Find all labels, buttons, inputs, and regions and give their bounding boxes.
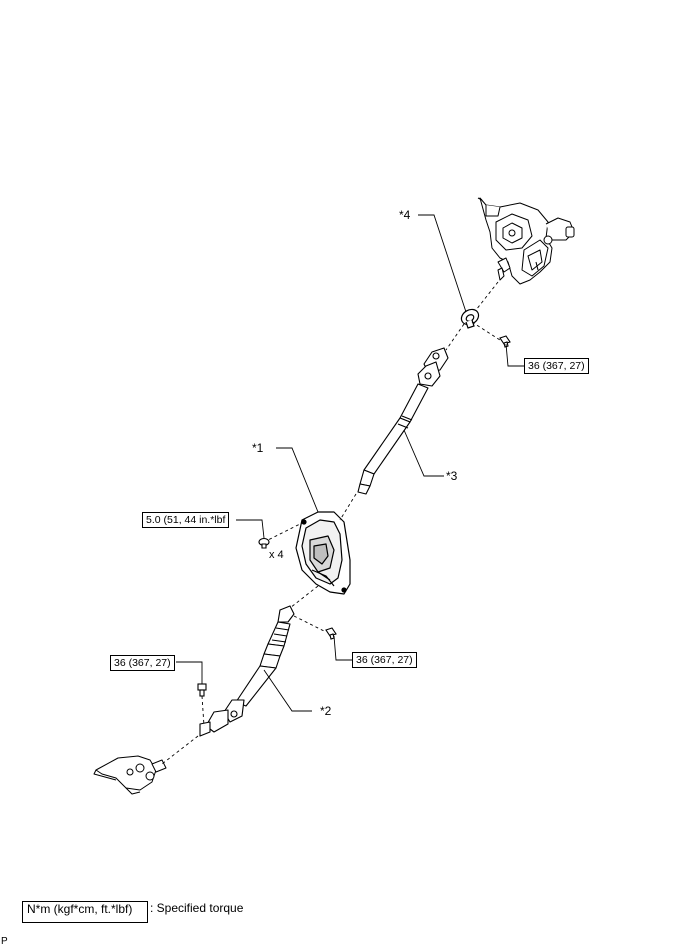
torque-box-middle-joint: 36 (367, 27) (352, 652, 417, 668)
legend-torque-box (22, 901, 148, 923)
upper-joint-bolt-icon (499, 335, 511, 348)
alignment-lines (161, 281, 501, 765)
column-hole-cover-part-1 (295, 511, 351, 595)
lower-joint-bolt-icon (197, 683, 207, 697)
torque-box-upper-joint: 36 (367, 27) (524, 358, 589, 374)
column-seal-part-4 (460, 308, 480, 329)
callout-part-3: *3 (446, 469, 458, 483)
cover-bolt-icon (258, 537, 270, 549)
callout-part-4: *4 (399, 208, 411, 222)
intermediate-shaft-part-3 (357, 347, 449, 495)
legend-torque-units: N*m (kgf*cm, ft.*lbf) (27, 902, 133, 916)
callout-part-1: *1 (252, 441, 264, 455)
leader-lines (176, 214, 524, 712)
page-marker: P (1, 936, 8, 947)
legend-description: : Specified torque (150, 901, 244, 915)
torque-box-lower-joint: 36 (367, 27) (110, 655, 175, 671)
steering-column-assembly (477, 197, 575, 285)
bolt-quantity-label: x 4 (269, 549, 284, 561)
torque-box-cover-bolts: 5.0 (51, 44 in.*lbf (142, 512, 230, 528)
lower-shaft-part-2 (199, 605, 295, 737)
callout-part-2: *2 (320, 704, 332, 718)
steering-gear-assembly (93, 755, 167, 795)
